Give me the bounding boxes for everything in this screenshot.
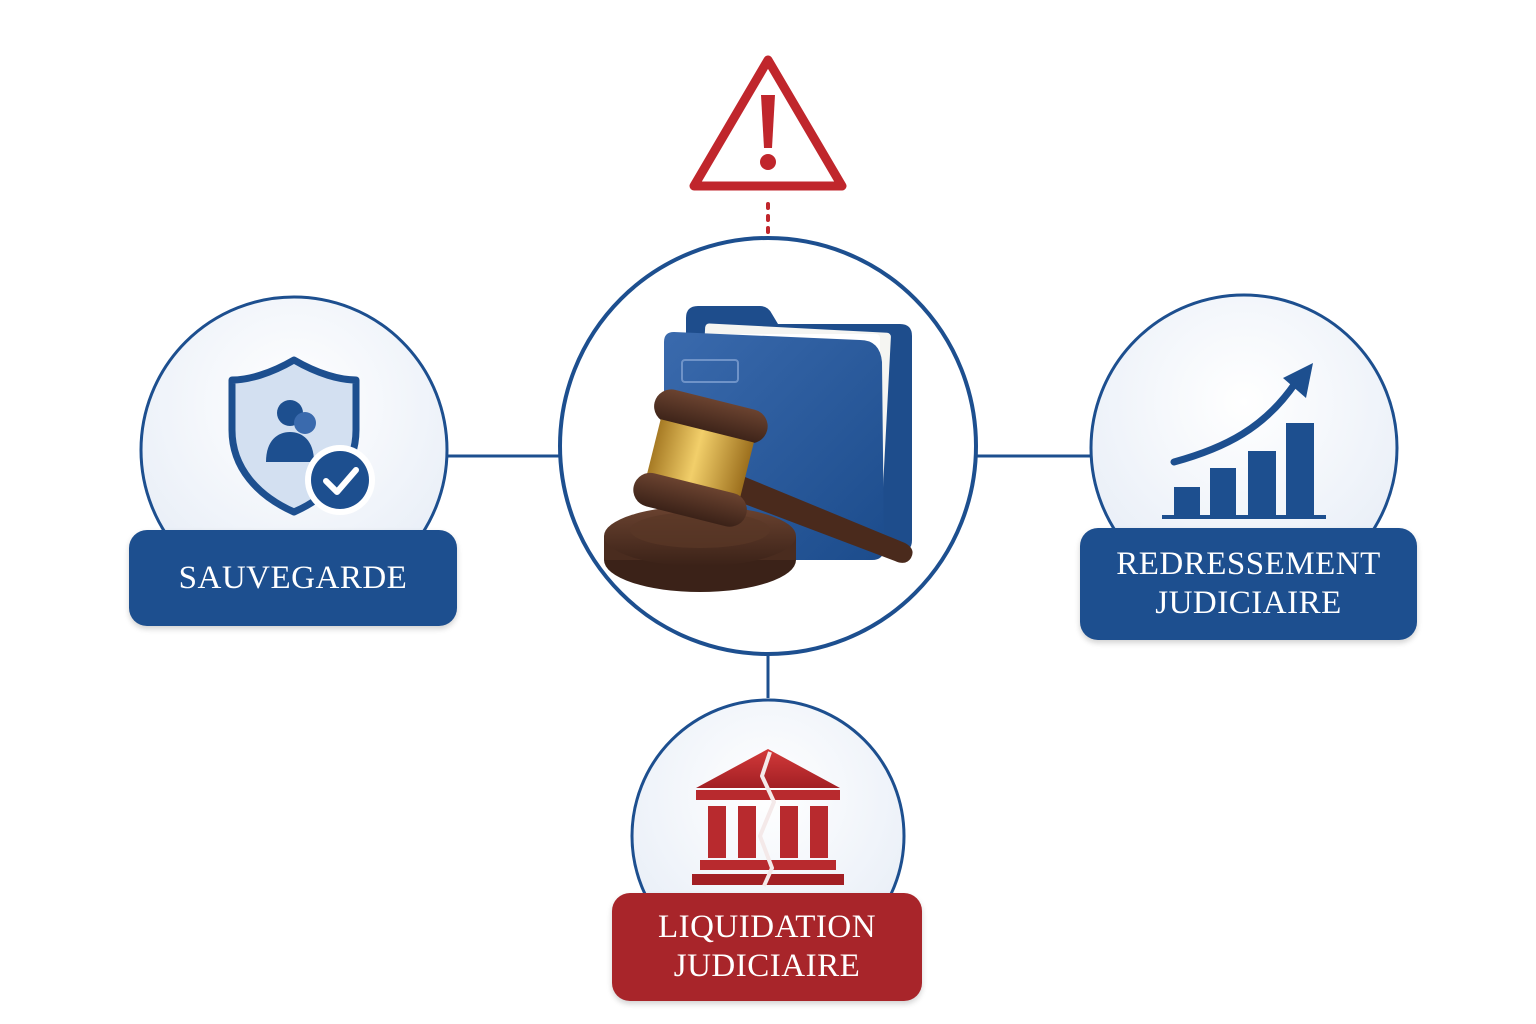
cracked-courthouse-icon (692, 749, 844, 887)
redressement-node (1089, 293, 1399, 603)
label-liquidation-line-1: LIQUIDATION (657, 909, 877, 945)
label-redressement-line-2: JUDICIAIRE (1155, 585, 1342, 621)
sauvegarde-node (139, 295, 449, 605)
shield-user-check-icon (228, 356, 375, 516)
warning-triangle-icon (689, 55, 847, 191)
label-liquidation-line-2: JUDICIAIRE (673, 948, 861, 984)
growth-chart-icon (1162, 363, 1326, 519)
label-sauvegarde: SAUVEGARDE (129, 530, 457, 626)
label-redressement-line-1: REDRESSEMENT (1116, 546, 1381, 582)
label-sauvegarde-line-1: SAUVEGARDE (178, 559, 408, 596)
label-liquidation-judiciaire: LIQUIDATION JUDICIAIRE (612, 893, 922, 1001)
center-node (558, 236, 978, 656)
connectors (448, 202, 1092, 698)
gavel-folder-icon (604, 306, 913, 592)
label-redressement-judiciaire: REDRESSEMENT JUDICIAIRE (1080, 528, 1417, 640)
